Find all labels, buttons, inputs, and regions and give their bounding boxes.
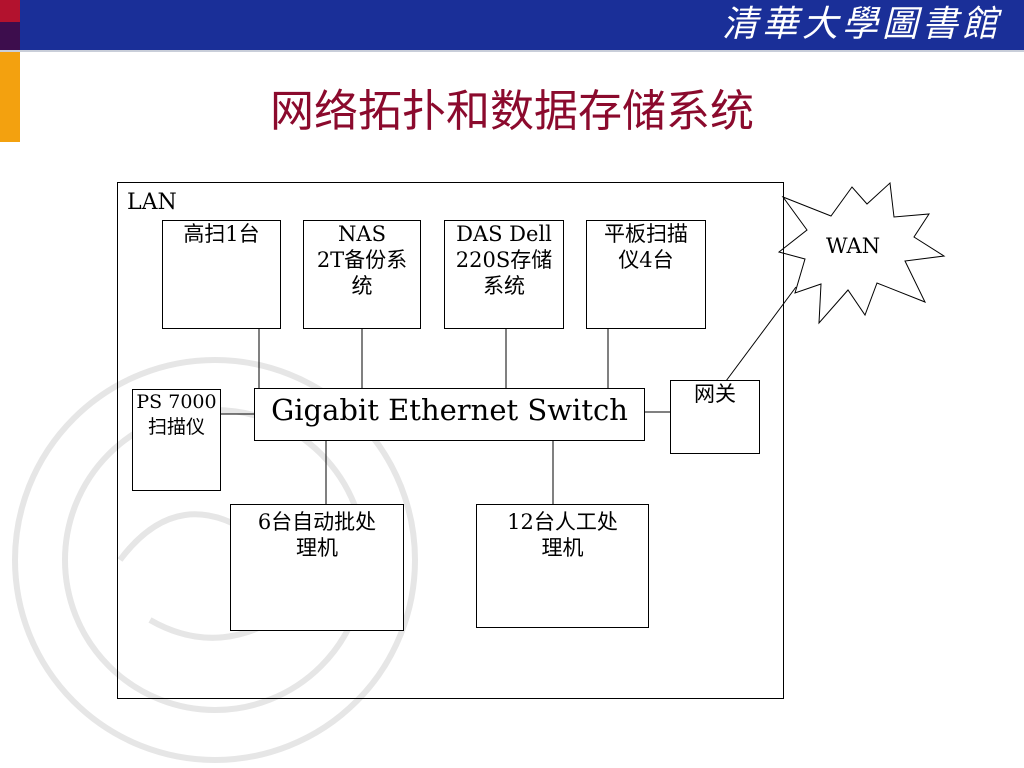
accent-bar-orange	[0, 52, 20, 142]
node-manual-processors: 12台人工处 理机	[476, 504, 649, 628]
header-divider	[0, 50, 1024, 52]
node-nas-backup: NAS 2T备份系 统	[303, 220, 421, 329]
link-wan	[725, 286, 797, 382]
wan-label: WAN	[826, 234, 881, 258]
lan-boundary	[117, 182, 784, 699]
slide-title: 网络拓扑和数据存储系统	[270, 86, 754, 137]
wan-burst	[777, 181, 946, 325]
node-ps7000-scanner: PS 7000 扫描仪	[132, 389, 221, 491]
node-high-speed-scanner: 高扫1台	[162, 220, 281, 329]
lan-label: LAN	[127, 190, 177, 215]
node-gateway: 网关	[670, 380, 760, 454]
accent-square-red	[0, 0, 20, 22]
node-das-storage: DAS Dell 220S存储 系统	[444, 220, 564, 329]
library-logo: 清華大學圖書館	[721, 4, 1002, 45]
header-band	[0, 0, 1024, 50]
node-flatbed-scanner: 平板扫描 仪4台	[586, 220, 706, 329]
accent-square-purple	[0, 22, 20, 50]
node-gigabit-switch: Gigabit Ethernet Switch	[254, 388, 645, 441]
node-auto-batch-processors: 6台自动批处 理机	[230, 504, 404, 631]
